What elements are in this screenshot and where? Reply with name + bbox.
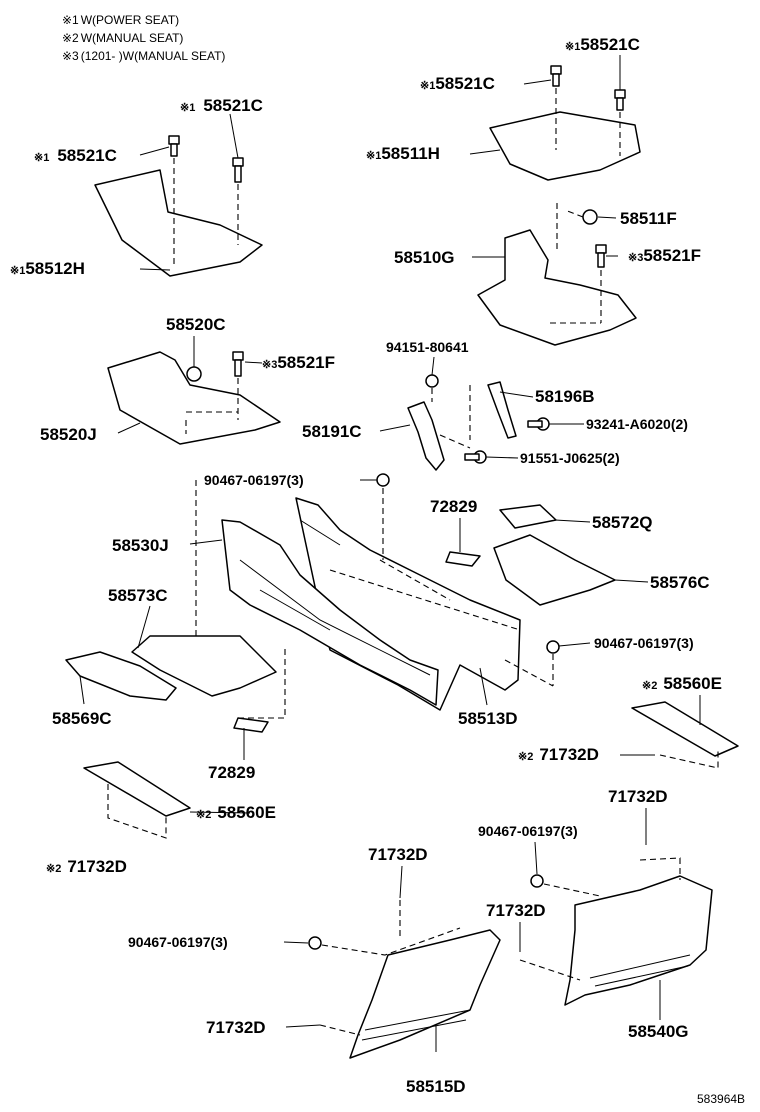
svg-text:※1W(POWER SEAT): ※1W(POWER SEAT) bbox=[62, 13, 179, 27]
bolt-94151-icon bbox=[425, 374, 439, 388]
diagram-id: 583964B bbox=[697, 1092, 745, 1106]
label-71732d-bottom-left: 71732D bbox=[206, 1018, 266, 1037]
part-58520j-mat bbox=[107, 351, 281, 445]
label-58513d: 58513D bbox=[458, 709, 518, 728]
label-58511f: 58511F bbox=[620, 209, 677, 228]
part-58515d-trim bbox=[349, 929, 501, 1059]
label-58569c: 58569C bbox=[52, 709, 112, 728]
clip-58521f-icon bbox=[595, 244, 607, 268]
label-58530j: 58530J bbox=[112, 536, 169, 555]
label-58540g: 58540G bbox=[628, 1022, 689, 1041]
part-58540g-trim bbox=[564, 875, 713, 1006]
part-58560e-left-strip bbox=[83, 761, 191, 817]
label-58510g: 58510G bbox=[394, 248, 455, 267]
svg-text:※3(1201- )W(MANUAL SEAT: ※3(1201- )W(MANUAL SEAT) bbox=[62, 49, 225, 63]
label-58512h: ※158512H bbox=[10, 259, 85, 278]
label-58572q: 58572Q bbox=[592, 513, 653, 532]
clip-90467-low-left-icon bbox=[308, 936, 322, 950]
clip-58511f-icon bbox=[582, 209, 598, 225]
part-72829-tape-bottom bbox=[233, 717, 269, 733]
label-71732d-mid-right: 71732D bbox=[608, 787, 668, 806]
part-58569c-plate bbox=[65, 651, 177, 701]
label-58196b: 58196B bbox=[535, 387, 595, 406]
part-58572q-pad bbox=[499, 504, 557, 529]
label-58511h: ※158511H bbox=[366, 144, 440, 163]
part-58560e-right-strip bbox=[631, 701, 739, 757]
clip-58520c-icon bbox=[186, 366, 202, 382]
clip-90467-right-icon bbox=[546, 640, 560, 654]
bolt-91551-icon bbox=[464, 450, 487, 464]
label-58515d: 58515D bbox=[406, 1077, 466, 1096]
part-72829-tape-top bbox=[445, 551, 481, 567]
part-58510g-mat bbox=[477, 229, 637, 346]
label-93241-a6020: 93241-A6020(2) bbox=[586, 416, 688, 432]
part-58576c-mat bbox=[493, 534, 616, 606]
label-58521f-mid: ※358521F bbox=[262, 353, 335, 372]
part-58530j-panel bbox=[221, 519, 439, 706]
label-58520c: 58520C bbox=[166, 315, 226, 334]
clip-58521c-left-icon bbox=[168, 135, 244, 183]
part-58573c-mat bbox=[131, 635, 277, 697]
part-58511h-mat bbox=[489, 111, 641, 181]
label-72829-bottom: 72829 bbox=[208, 763, 255, 782]
clip-90467-low-right-icon bbox=[530, 874, 544, 888]
part-58196b-bracket bbox=[487, 381, 517, 439]
label-71732d-center: 71732D bbox=[368, 845, 428, 864]
clip-58521f-mid-icon bbox=[232, 351, 244, 377]
label-58521c-upper-mid: ※158521C bbox=[420, 74, 495, 93]
label-71732d-center-right: 71732D bbox=[486, 901, 546, 920]
label-90467-top: 90467-06197(3) bbox=[204, 472, 304, 488]
label-58521c-top-right: ※158521C bbox=[565, 35, 640, 54]
label-90467-right: 90467-06197(3) bbox=[594, 635, 694, 651]
label-91551-j0625: 91551-J0625(2) bbox=[520, 450, 620, 466]
clip-90467-top-icon bbox=[376, 473, 390, 487]
label-58576c: 58576C bbox=[650, 573, 710, 592]
label-58521f-right: ※358521F bbox=[628, 246, 701, 265]
label-58520j: 58520J bbox=[40, 425, 97, 444]
leader-lines bbox=[79, 55, 701, 1052]
svg-text:※2W(MANUAL SEAT): ※2W(MANUAL SEAT) bbox=[62, 31, 183, 45]
label-58191c: 58191C bbox=[302, 422, 362, 441]
label-94151-80641: 94151-80641 bbox=[386, 339, 469, 355]
label-90467-bottom-left: 90467-06197(3) bbox=[128, 934, 228, 950]
bolt-93241-icon bbox=[527, 417, 550, 431]
label-72829-top: 72829 bbox=[430, 497, 477, 516]
part-58512h-mat bbox=[94, 169, 263, 277]
label-58573c: 58573C bbox=[108, 586, 168, 605]
part-58191c-bracket bbox=[407, 401, 445, 471]
label-90467-mid-right: 90467-06197(3) bbox=[478, 823, 578, 839]
clip-58521c-icon bbox=[550, 65, 626, 111]
